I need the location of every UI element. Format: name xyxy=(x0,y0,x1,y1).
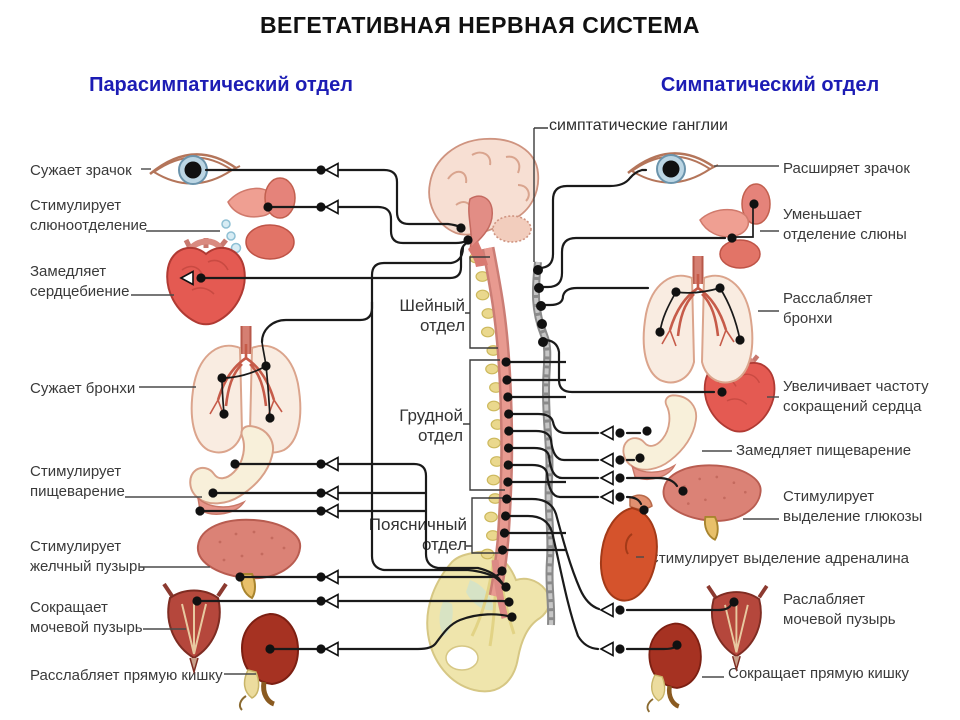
effect-label-rectum-relax: Расслабляет прямую кишку xyxy=(30,667,223,684)
effect-label-rectum-contract: Сокращает прямую кишку xyxy=(728,665,910,682)
liver-icon-right xyxy=(662,464,762,541)
sympathetic-trunk xyxy=(531,261,556,626)
spinal-cord xyxy=(481,246,514,619)
salivary-glands-right-icon xyxy=(699,183,771,269)
lungs-icon-right xyxy=(644,256,753,382)
section-heading-parasympathetic: Парасимпатический отдел xyxy=(89,74,353,96)
brain-illustration xyxy=(428,138,540,267)
effect-label-pupil-constrict: Сужает зрачок xyxy=(30,162,132,179)
page-title: ВЕГЕТАТИВНАЯ НЕРВНАЯ СИСТЕМА xyxy=(259,12,701,38)
ganglia-label: симптатические ганглии xyxy=(549,117,728,134)
spine-region-cervical: Шейный отдел xyxy=(399,296,465,335)
heart-icon-left xyxy=(167,238,245,324)
label-leader-lines xyxy=(125,165,779,678)
region-brackets xyxy=(463,127,548,554)
effect-label-adrenaline-release: Стимулирует выделение адреналина xyxy=(648,550,910,567)
spine-region-lumbar: Поясничный отдел xyxy=(368,515,467,554)
synapse-symbols xyxy=(316,162,625,657)
effect-label-bronchi-constrict: Сужает бронхи xyxy=(30,380,136,397)
effect-label-digestion-slow: Замедляет пищеварение xyxy=(736,442,912,459)
ganglia-chain-dots xyxy=(497,265,548,622)
eye-icon-right xyxy=(626,152,720,185)
liver-icon-left xyxy=(196,518,302,599)
sacrum-bone xyxy=(426,550,551,693)
rectum-icon-right xyxy=(647,624,700,712)
vertebral-column xyxy=(469,252,505,560)
bladder-icon-right xyxy=(706,584,769,672)
synapse-symbol-heart xyxy=(179,270,206,286)
section-heading-sympathetic: Симпатический отдел xyxy=(660,74,880,96)
organ-nerve-dots xyxy=(192,199,759,654)
spinal-nerve-stubs xyxy=(502,360,566,552)
spine-region-thoracic: Грудной отдел xyxy=(399,406,463,445)
effect-label-pupil-dilate: Расширяет зрачок xyxy=(783,160,910,177)
salivary-glands-left-icon xyxy=(221,177,296,260)
rectum-icon-left xyxy=(240,614,298,710)
